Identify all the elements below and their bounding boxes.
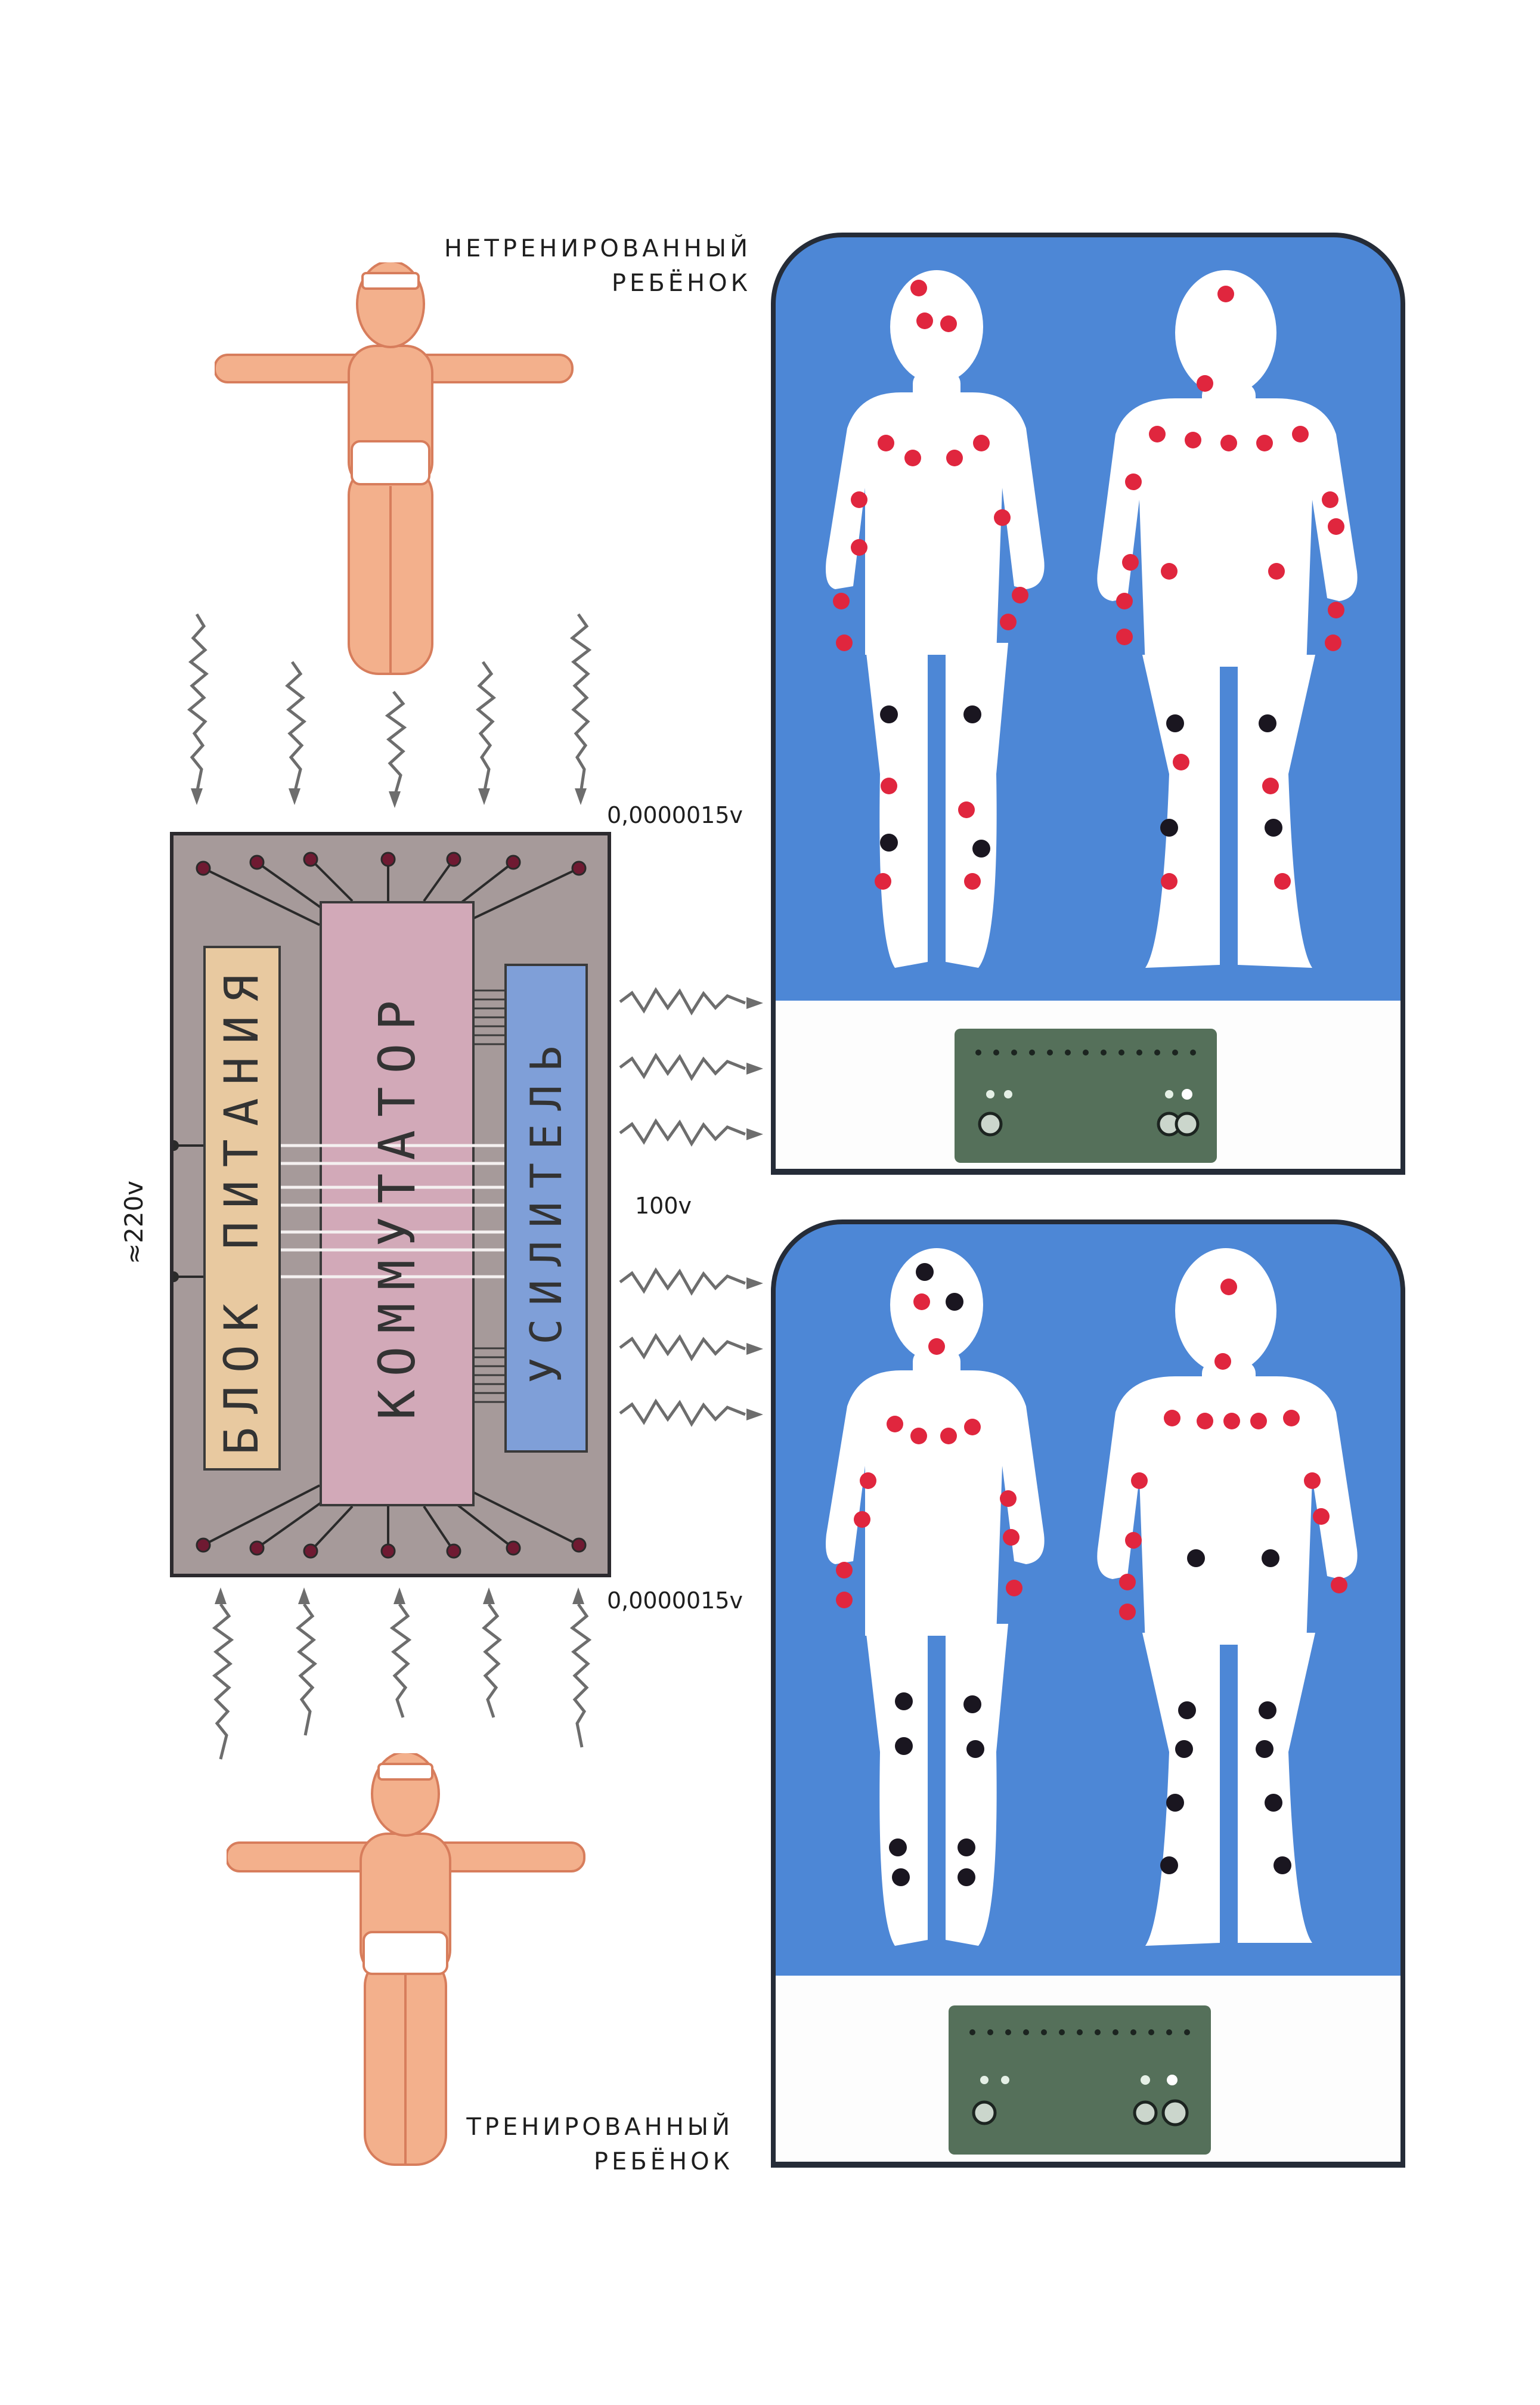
untrained-console-strip bbox=[776, 990, 1400, 1001]
commutator-label: КОММУТАТОР bbox=[368, 987, 426, 1420]
power-block-label: БЛОК ПИТАНИЯ bbox=[215, 961, 269, 1455]
power-supply-unit bbox=[203, 946, 281, 1471]
trained-panel-knobs bbox=[969, 2029, 1190, 2127]
untrained-display-screen bbox=[771, 233, 1405, 999]
input-voltage-top-label: 0,0000015v bbox=[607, 802, 743, 828]
untrained-silhouettes bbox=[826, 270, 1358, 968]
output-signals bbox=[619, 987, 763, 1427]
untrained-console bbox=[771, 990, 1405, 1175]
amplifier-label: УСИЛИТЕЛЬ bbox=[521, 1032, 571, 1384]
input-signals-bottom bbox=[212, 1587, 592, 1760]
device-wiring bbox=[173, 852, 587, 1559]
trained-console bbox=[771, 1965, 1405, 2168]
trained-caption-line1: ТРЕНИРОВАННЫЙ bbox=[466, 2113, 733, 2141]
output-voltage-label: 100v bbox=[635, 1193, 692, 1219]
input-signals-top bbox=[187, 613, 592, 808]
untrained-child-caption: НЕТРЕНИРОВАННЫЙ РЕБЁНОК bbox=[370, 231, 751, 301]
untrained-child-figure bbox=[215, 262, 574, 675]
input-voltage-bottom-label: 0,0000015v bbox=[607, 1587, 743, 1614]
untrained-caption-line2: РЕБЁНОК bbox=[611, 270, 751, 297]
bus-lines bbox=[281, 989, 504, 1403]
trained-caption-line2: РЕБЁНОК bbox=[593, 2148, 733, 2175]
trained-display-screen bbox=[771, 1219, 1405, 1974]
untrained-caption-line1: НЕТРЕНИРОВАННЫЙ bbox=[444, 235, 751, 262]
amplifier-unit bbox=[504, 964, 588, 1453]
untrained-panel-knobs bbox=[975, 1050, 1200, 1137]
trained-child-figure bbox=[227, 1753, 585, 2166]
amplifier-device: БЛОК ПИТАНИЯ КОММУТАТОР УСИЛИТЕЛЬ bbox=[170, 832, 611, 1577]
trained-child-caption: ТРЕНИРОВАННЫЙ РЕБЁНОК bbox=[370, 2110, 733, 2179]
mains-voltage-label: ≈220v bbox=[119, 1180, 148, 1265]
trained-console-strip bbox=[776, 1965, 1400, 1976]
trained-silhouettes bbox=[826, 1248, 1358, 1946]
